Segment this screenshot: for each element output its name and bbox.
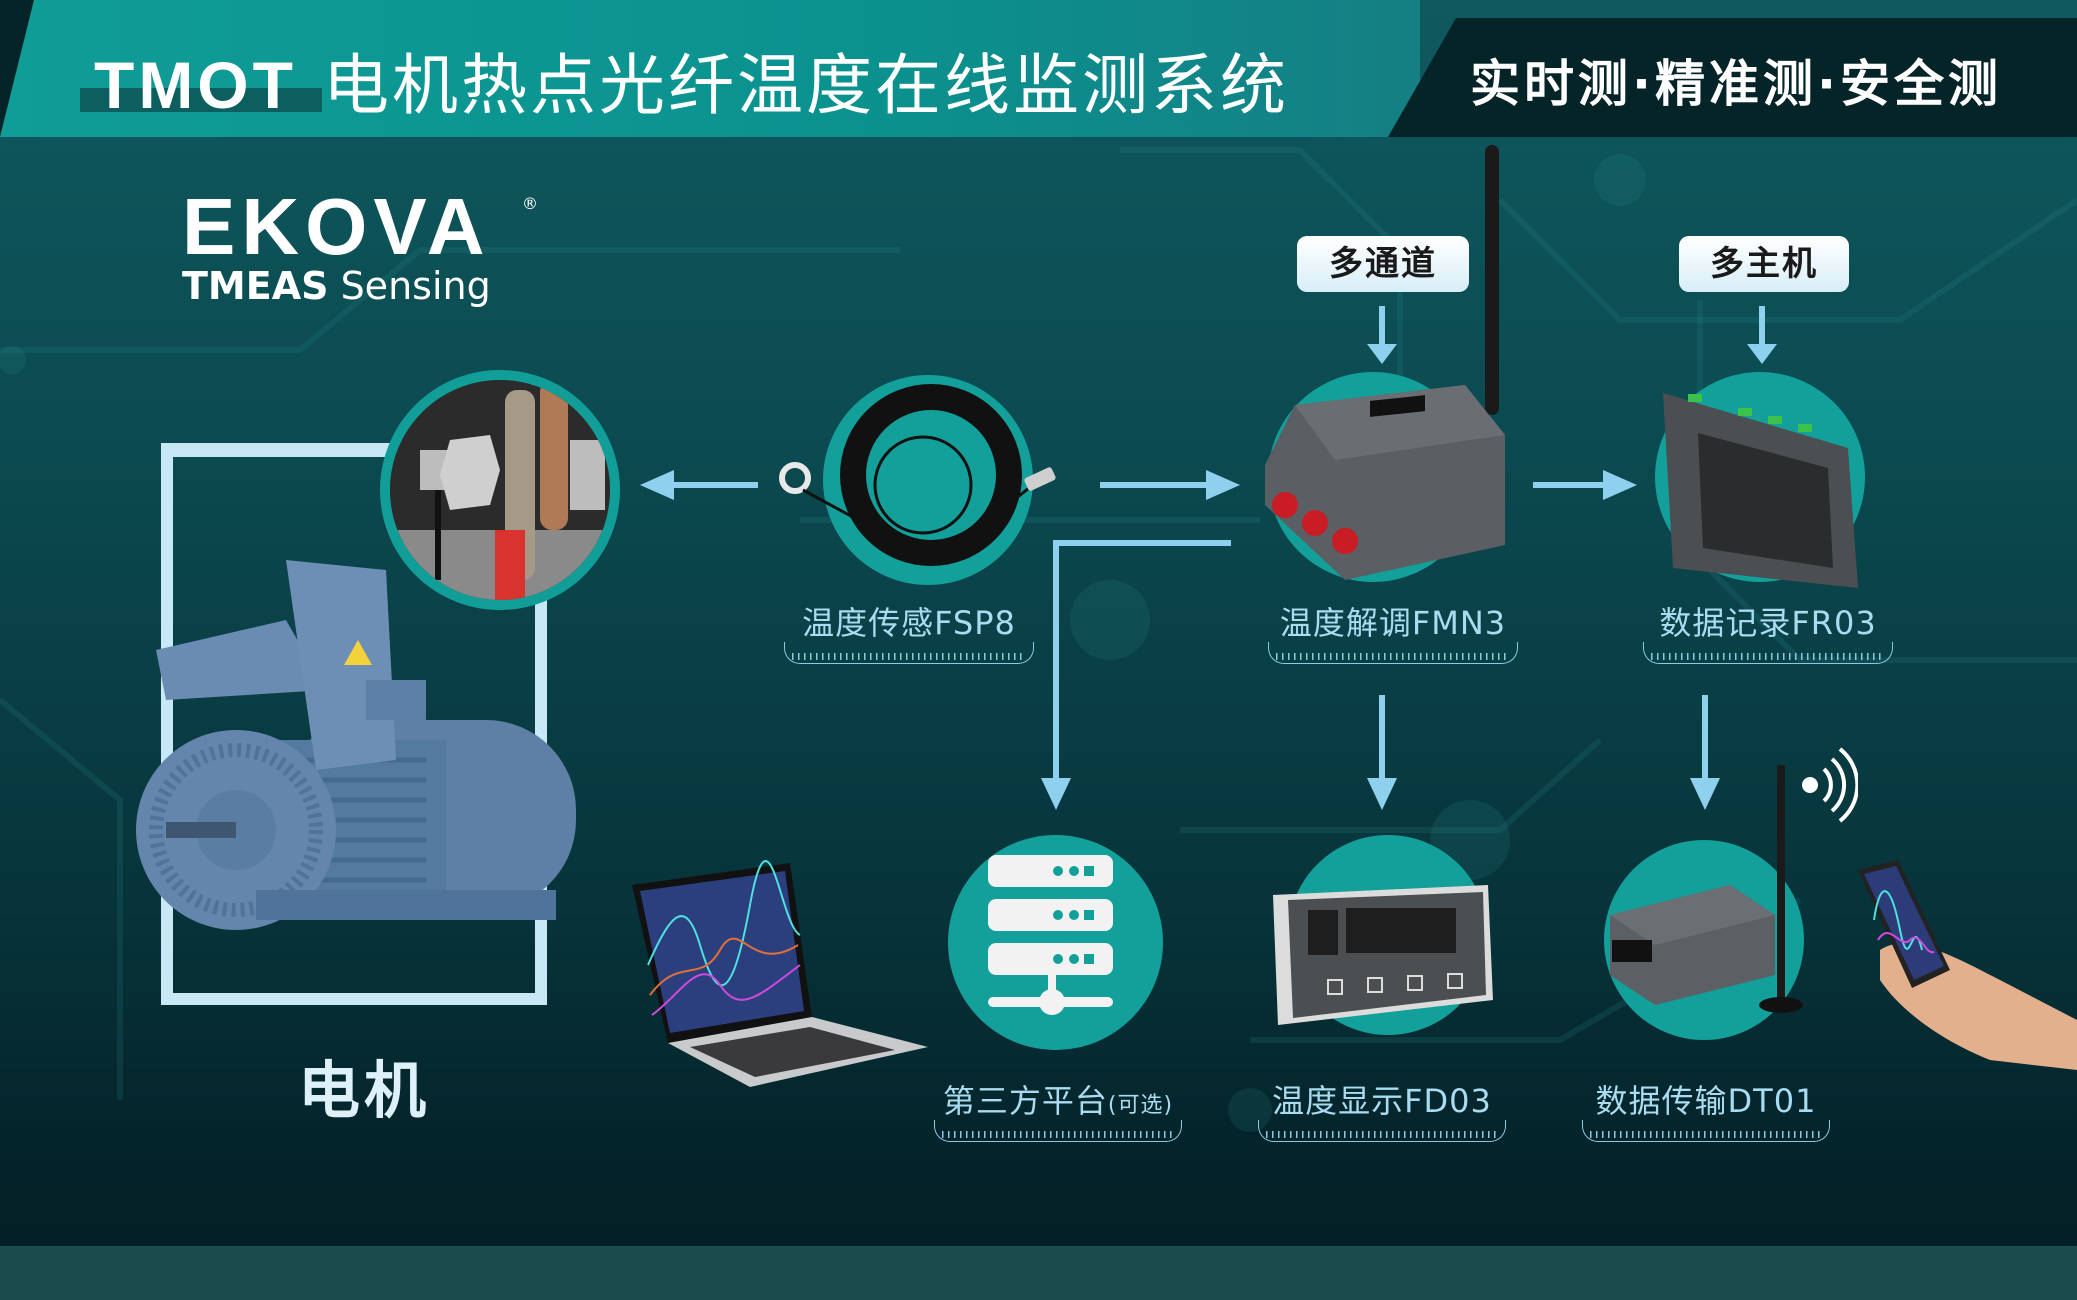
mobile-phone-icon bbox=[1858, 860, 2077, 1070]
header-band: TMOT 电机热点光纤温度在线监测系统 实时测·精准测·安全测 bbox=[0, 0, 2077, 137]
demodulator-device-icon bbox=[1265, 145, 1505, 580]
ruler-decoration bbox=[934, 1120, 1182, 1142]
display-label-box: 温度显示FD03 bbox=[1258, 1076, 1506, 1142]
arrow-sensor-to-motor bbox=[670, 482, 758, 488]
display-label: 温度显示FD03 bbox=[1272, 1082, 1492, 1120]
ruler-decoration bbox=[1582, 1120, 1830, 1142]
laptop-icon bbox=[632, 860, 928, 1087]
platform-label-optional: (可选) bbox=[1107, 1093, 1174, 1118]
arrow-demodulator-to-recorder bbox=[1533, 482, 1607, 488]
arrow-branch-horizontal bbox=[1053, 540, 1231, 546]
logo-sub-regular: Sensing bbox=[328, 264, 491, 308]
recorder-device-icon bbox=[1663, 393, 1858, 588]
platform-label-main: 第三方平台 bbox=[942, 1082, 1108, 1120]
ruler-decoration bbox=[1268, 642, 1518, 664]
transmitter-label: 数据传输DT01 bbox=[1595, 1082, 1817, 1120]
fiber-sensor-icon bbox=[840, 384, 1022, 566]
arrow-head-left-icon bbox=[640, 470, 674, 500]
arrow-head-down-icon bbox=[1041, 778, 1071, 810]
arrow-head-right-icon bbox=[1603, 470, 1637, 500]
company-logo: EKOVA ® TMEAS Sensing bbox=[182, 182, 538, 309]
temperature-display-icon bbox=[1273, 885, 1493, 1025]
ruler-decoration bbox=[1258, 1120, 1506, 1142]
ruler-decoration bbox=[1643, 642, 1893, 664]
platform-label: 第三方平台(可选) bbox=[934, 1076, 1182, 1122]
title-text: 电机热点光纤温度在线监测系统 bbox=[322, 48, 1289, 122]
platform-label-box: 第三方平台(可选) bbox=[934, 1076, 1182, 1142]
logo-subtitle: TMEAS Sensing bbox=[182, 264, 491, 308]
header-title-panel bbox=[0, 0, 1420, 137]
arrow-tag-to-recorder bbox=[1759, 306, 1765, 346]
recorder-label: 数据记录FR03 bbox=[1659, 604, 1877, 642]
arrow-head-down-icon bbox=[1367, 778, 1397, 810]
title-underline-bar bbox=[80, 88, 322, 112]
multi-host-tag: 多主机 bbox=[1679, 236, 1849, 292]
multi-channel-tag: 多通道 bbox=[1297, 236, 1469, 292]
demodulator-label-box: 温度解调FMN3 bbox=[1268, 598, 1518, 664]
demodulator-label: 温度解调FMN3 bbox=[1279, 604, 1507, 642]
recorder-label-box: 数据记录FR03 bbox=[1643, 598, 1893, 664]
logo-wordmark: EKOVA bbox=[182, 182, 491, 271]
motor-icon bbox=[136, 560, 576, 930]
fiber-leads-icon bbox=[779, 462, 1056, 540]
motor-label: 电机 bbox=[298, 1054, 431, 1127]
ruler-decoration bbox=[784, 642, 1034, 664]
arrow-sensor-to-demodulator bbox=[1100, 482, 1210, 488]
wireless-signal-icon bbox=[1802, 747, 1858, 823]
terminal-closeup bbox=[380, 370, 620, 610]
logo-sub-bold: TMEAS bbox=[182, 264, 329, 308]
platform-node[interactable] bbox=[948, 835, 1163, 1050]
sensor-label: 温度传感FSP8 bbox=[802, 604, 1016, 642]
footer-band bbox=[0, 1246, 2077, 1300]
transmitter-device-icon bbox=[1610, 765, 1803, 1013]
sensor-node[interactable] bbox=[823, 375, 1033, 585]
arrow-head-down-icon bbox=[1747, 344, 1777, 364]
page-title: TMOT 电机热点光纤温度在线监测系统 bbox=[94, 32, 1289, 128]
bolt-closeup-icon bbox=[390, 380, 610, 600]
server-icon bbox=[988, 855, 1113, 1015]
arrow-demodulator-to-platform bbox=[1053, 540, 1059, 780]
registered-mark: ® bbox=[522, 194, 538, 213]
brand-code: TMOT bbox=[94, 48, 297, 122]
arrow-demodulator-to-display bbox=[1379, 695, 1385, 781]
sensor-label-box: 温度传感FSP8 bbox=[784, 598, 1034, 664]
arrow-head-down-icon bbox=[1367, 344, 1397, 364]
transmitter-label-box: 数据传输DT01 bbox=[1582, 1076, 1830, 1142]
slogan: 实时测·精准测·安全测 bbox=[1470, 55, 2002, 113]
slogan-panel bbox=[1388, 18, 2077, 137]
arrow-head-down-icon bbox=[1690, 778, 1720, 810]
arrow-tag-to-demodulator bbox=[1379, 306, 1385, 346]
arrow-head-right-icon bbox=[1206, 470, 1240, 500]
arrow-recorder-to-transmitter bbox=[1702, 695, 1708, 781]
